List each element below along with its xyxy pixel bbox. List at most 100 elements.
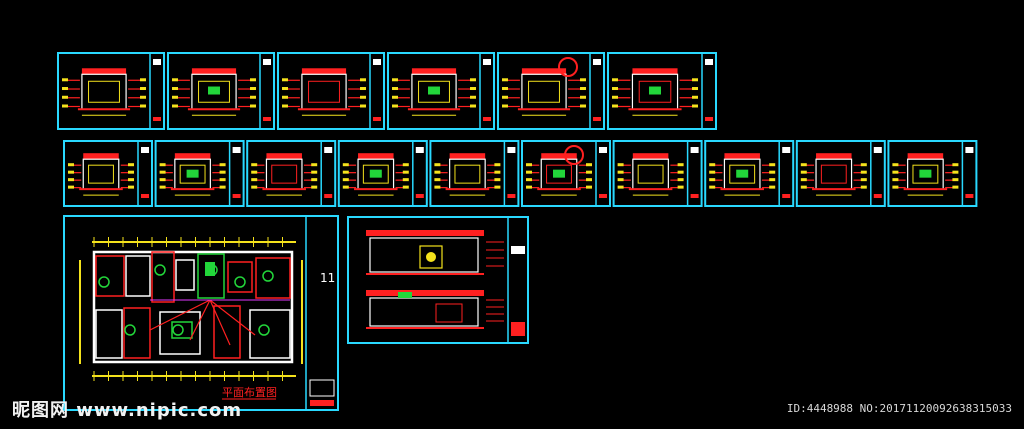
- tag-right: [128, 178, 134, 182]
- tag-left: [617, 163, 624, 167]
- tag-right: [769, 170, 776, 174]
- lower-elevation: [369, 297, 479, 327]
- tag-left: [526, 178, 532, 182]
- tag-left: [392, 95, 398, 99]
- room: [95, 255, 125, 297]
- sheet-frame: [704, 140, 795, 207]
- section-title-mark: [511, 246, 525, 254]
- room: [95, 309, 123, 359]
- tag-right: [360, 95, 366, 99]
- plan-title-stamp: [310, 400, 334, 406]
- sheet-elev-2: [167, 52, 275, 130]
- tag-left: [159, 178, 166, 182]
- room: [197, 253, 225, 299]
- sheet-frame: [387, 52, 495, 130]
- upper-feature: [419, 245, 443, 269]
- tag-left: [612, 78, 618, 82]
- tag-right: [219, 170, 226, 174]
- tag-right: [494, 178, 501, 182]
- tag-right: [311, 170, 318, 174]
- tag-left: [434, 178, 441, 182]
- tag-left: [282, 78, 288, 82]
- furniture-symbol: [172, 324, 184, 336]
- title-block-mark: [873, 147, 882, 153]
- tag-left: [502, 87, 508, 91]
- sheet-elev-14: [704, 140, 795, 207]
- tag-left: [892, 178, 899, 182]
- sheet-frame: [887, 140, 978, 207]
- panel: [88, 164, 114, 184]
- furniture-mark: [553, 169, 565, 178]
- title-block-stamp: [705, 117, 713, 121]
- tag-left: [892, 163, 899, 167]
- room: [123, 307, 151, 359]
- tag-left: [709, 163, 716, 167]
- plan-title-table: [309, 379, 335, 397]
- plan-frame: [63, 215, 339, 411]
- title-block-stamp: [593, 117, 601, 121]
- tag-left: [502, 78, 508, 82]
- tag-right: [470, 78, 476, 82]
- tag-left: [502, 95, 508, 99]
- tag-left: [709, 178, 716, 182]
- sheet-frame: [429, 140, 520, 207]
- tag-right: [140, 104, 146, 108]
- cornice: [816, 153, 852, 160]
- sheet-elev-11: [429, 140, 520, 207]
- furniture-symbol: [234, 276, 246, 288]
- tag-right: [128, 185, 134, 189]
- tag-right: [586, 170, 592, 174]
- tag-right: [494, 170, 501, 174]
- sheet-frame: [607, 52, 717, 130]
- tag-left: [251, 178, 258, 182]
- tag-left: [282, 104, 288, 108]
- sheet-elev-13: [612, 140, 703, 207]
- tag-left: [282, 95, 288, 99]
- tag-right: [360, 78, 366, 82]
- tag-right: [677, 178, 684, 182]
- tag-right: [470, 104, 476, 108]
- panel: [454, 164, 481, 184]
- lower-cornice: [366, 290, 484, 296]
- tag-left: [617, 170, 624, 174]
- tag-left: [159, 170, 166, 174]
- tag-left: [62, 87, 68, 91]
- tag-right: [580, 104, 586, 108]
- cornice: [191, 68, 237, 75]
- sheet-frame: [154, 140, 245, 207]
- tag-left: [434, 163, 441, 167]
- tag-right: [402, 185, 409, 189]
- tag-left: [502, 104, 508, 108]
- title-block-stamp: [232, 194, 241, 198]
- sheet-frame: [795, 140, 886, 207]
- tag-left: [172, 78, 178, 82]
- sheet-frame: [521, 140, 611, 207]
- building-outline: [92, 250, 294, 364]
- tag-left: [342, 185, 349, 189]
- sheet-frame: [612, 140, 703, 207]
- title-block-stamp: [415, 194, 424, 198]
- title-block-mark: [324, 147, 333, 153]
- furniture-symbol: [154, 264, 166, 276]
- watermark-site: 昵图网 www.nipic.com: [12, 400, 243, 421]
- tag-left: [68, 185, 74, 189]
- title-block-mark: [507, 147, 516, 153]
- sheet-elev-9: [246, 140, 337, 207]
- tag-right: [360, 87, 366, 91]
- detail-callout: [564, 145, 584, 165]
- tag-right: [769, 178, 776, 182]
- room: [213, 305, 241, 359]
- cornice: [266, 153, 302, 160]
- index-arrow: [189, 299, 211, 341]
- cornice: [541, 153, 577, 160]
- panel: [88, 80, 120, 103]
- tag-right: [250, 78, 256, 82]
- upper-cornice: [366, 230, 484, 236]
- elevation-row-top: [57, 52, 717, 130]
- tag-right: [470, 95, 476, 99]
- tag-left: [800, 185, 807, 189]
- title-block-stamp: [507, 194, 516, 198]
- sheet-elev-1: [57, 52, 165, 130]
- upper-elevation: [369, 237, 479, 273]
